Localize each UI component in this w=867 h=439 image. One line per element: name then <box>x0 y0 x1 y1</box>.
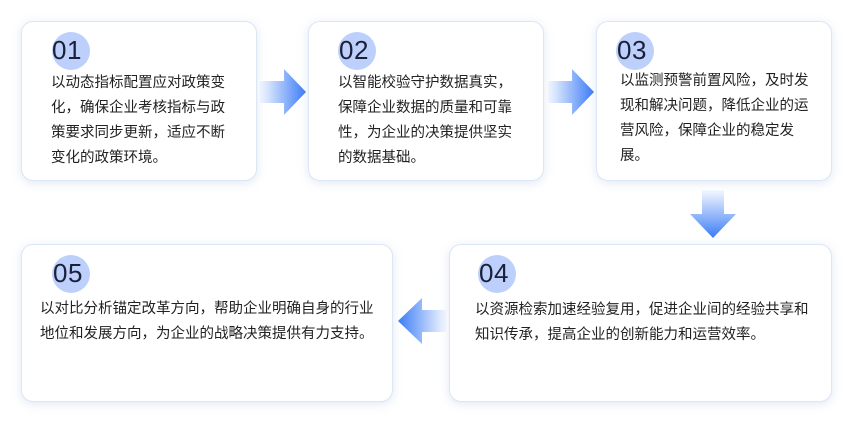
arrow-right-icon <box>548 69 594 115</box>
step-number: 02 <box>339 35 369 65</box>
step-badge <box>338 32 376 70</box>
step-text: 以监测预警前置风险，及时发现和解决问题，降低企业的运营风险，保障企业的稳定发展。 <box>620 73 809 164</box>
arrow-left-icon <box>398 298 446 344</box>
step-number: 04 <box>479 258 509 288</box>
step-badge <box>616 32 654 70</box>
step-text: 以动态指标配置应对政策变化，确保企业考核指标与政策要求同步更新，适应不断变化的政… <box>51 75 225 166</box>
step-text: 以资源检索加速经验复用，促进企业间的经验共享和知识传承，提高企业的创新能力和运营… <box>475 302 809 343</box>
step-number: 03 <box>617 35 647 65</box>
step-text: 以智能校验守护数据真实，保障企业数据的质量和可靠性，为企业的决策提供坚实的数据基… <box>338 75 512 166</box>
step-card-05: 05 以对比分析锚定改革方向，帮助企业明确自身的行业地位和发展方向，为企业的战略… <box>21 244 393 402</box>
step-number: 05 <box>53 258 83 288</box>
step-badge <box>52 32 90 70</box>
step-number: 01 <box>52 35 82 65</box>
step-card-03: 03 以监测预警前置风险，及时发现和解决问题，降低企业的运营风险，保障企业的稳定… <box>596 21 832 181</box>
arrow-right-icon <box>260 69 306 115</box>
step-card-02: 02 以智能校验守护数据真实，保障企业数据的质量和可靠性，为企业的决策提供坚实的… <box>308 21 544 181</box>
step-badge <box>478 255 516 293</box>
step-card-04: 04 以资源检索加速经验复用，促进企业间的经验共享和知识传承，提高企业的创新能力… <box>449 244 832 402</box>
step-card-01: 01 以动态指标配置应对政策变化，确保企业考核指标与政策要求同步更新，适应不断变… <box>21 21 257 181</box>
arrow-down-icon <box>690 190 736 238</box>
step-text: 以对比分析锚定改革方向，帮助企业明确自身的行业地位和发展方向，为企业的战略决策提… <box>40 301 374 342</box>
step-badge <box>52 255 90 293</box>
